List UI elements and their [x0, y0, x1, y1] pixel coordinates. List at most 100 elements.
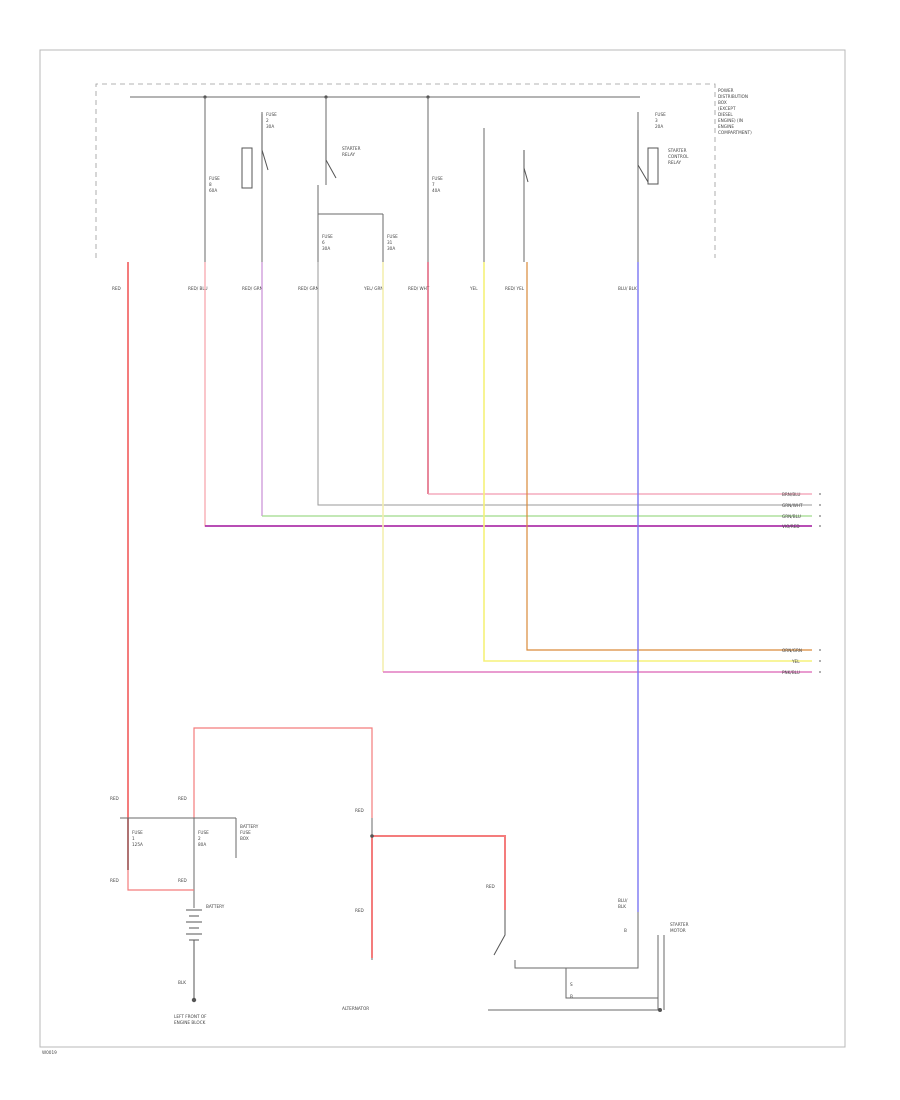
diagram-frame [39, 49, 846, 1048]
svg-text:MOTOR: MOTOR [670, 928, 686, 933]
wire-label-red-blu: RED/ BLU [188, 286, 208, 291]
svg-text:FUSE: FUSE [240, 830, 251, 835]
conn-label-7: PNK/BLU [782, 670, 800, 675]
fuse-8-label: FUSE 8 60A [209, 176, 220, 193]
svg-text:BOX: BOX [718, 100, 727, 105]
conn-label-6: YEL [791, 659, 800, 664]
svg-text:BATTERY: BATTERY [240, 824, 259, 829]
fuse-6-switch [523, 150, 529, 183]
wire-label-red: RED [112, 286, 121, 291]
svg-text:FUSE: FUSE [132, 830, 143, 835]
svg-text:30A: 30A [322, 246, 330, 251]
battery-blk-label: BLK [178, 980, 186, 985]
connector-arrows-lower [819, 649, 821, 673]
battery-label: BATTERY [206, 904, 225, 909]
wire-red-yel [526, 262, 812, 651]
starter-motor-label: STARTER MOTOR [670, 922, 689, 933]
svg-text:BLU/: BLU/ [618, 898, 628, 903]
starter-ground-dot [658, 1008, 662, 1012]
svg-text:80A: 80A [198, 842, 206, 847]
wire-label-red-grn-1: RED/ GRN [242, 286, 263, 291]
conn-label-5: ORN/GRN [782, 648, 802, 653]
svg-text:60A: 60A [209, 188, 217, 193]
svg-text:30A: 30A [266, 124, 274, 129]
ground-point [191, 997, 197, 1003]
svg-text:FUSE: FUSE [387, 234, 398, 239]
fuse-2-coil [241, 147, 253, 189]
wire-label-red-wht: RED/ WHT [408, 286, 430, 291]
starter-pin-label: B [624, 928, 627, 933]
svg-text:DIESEL: DIESEL [718, 112, 733, 117]
svg-text:7: 7 [432, 182, 435, 187]
svg-text:31: 31 [387, 240, 393, 245]
starter-b-label: B [570, 994, 573, 999]
svg-text:FUSE: FUSE [198, 830, 209, 835]
battery-fuse-red-1: RED [110, 796, 119, 801]
svg-text:1: 1 [132, 836, 135, 841]
starter-motor-link [514, 912, 639, 969]
wire-label-red-grn-2: RED/ GRN [298, 286, 319, 291]
fuse-7-label: FUSE 7 40A [432, 176, 443, 193]
battery-fuse-1-label: FUSE 1 125A [132, 830, 143, 847]
wire-yel [483, 262, 812, 662]
fuse-31-label: FUSE 31 30A [387, 234, 398, 251]
connector-arrows-upper [819, 493, 821, 527]
svg-text:FUSE: FUSE [655, 112, 666, 117]
fuse-2-switch [261, 114, 269, 171]
svg-text:LEFT FRONT OF: LEFT FRONT OF [174, 1014, 207, 1019]
svg-text:2: 2 [266, 118, 269, 123]
starter-st-label: BLU/ BLK [618, 898, 628, 909]
alternator-red-label-2: RED [355, 908, 364, 913]
wire-red-to-starter [372, 835, 506, 910]
svg-text:2: 2 [198, 836, 201, 841]
wire-label-yel: YEL [469, 286, 478, 291]
svg-text:STARTER: STARTER [670, 922, 689, 927]
wire-label-red-yel: RED/ YEL [505, 286, 525, 291]
svg-text:(EXCEPT: (EXCEPT [718, 106, 736, 111]
svg-text:BOX: BOX [240, 836, 249, 841]
wire-label-yel-grn: YEL/ GRN [363, 286, 384, 291]
battery-fuse-red-3: RED [110, 878, 119, 883]
svg-text:BLK: BLK [618, 904, 626, 909]
svg-text:6: 6 [322, 240, 325, 245]
wire-red-blu [204, 262, 812, 527]
svg-text:COMPARTMENT): COMPARTMENT) [718, 130, 752, 135]
power-distribution-box-label: POWER DISTRIBUTION BOX (EXCEPT DIESEL EN… [718, 88, 752, 135]
power-distribution-box-outline [95, 83, 716, 258]
wire-red-grn-2 [317, 262, 812, 506]
starter-relay-label: STARTER RELAY [342, 146, 361, 157]
starter-control-relay-label: STARTER CONTROL RELAY [668, 148, 689, 165]
svg-text:ENGINE: ENGINE [718, 124, 734, 129]
conn-label-3: GRN/BLU [782, 514, 801, 519]
svg-text:30A: 30A [387, 246, 395, 251]
starter-red-label: RED [486, 884, 495, 889]
svg-text:FUSE: FUSE [266, 112, 277, 117]
svg-text:8: 8 [209, 182, 212, 187]
control-relay-coil [647, 147, 659, 185]
svg-text:20A: 20A [655, 124, 663, 129]
battery-fuse-2-label: FUSE 2 80A [198, 830, 209, 847]
wire-label-blu-blk: BLU/ BLK [618, 286, 637, 291]
svg-text:POWER: POWER [718, 88, 734, 93]
svg-text:FUSE: FUSE [322, 234, 333, 239]
ground-label: LEFT FRONT OF ENGINE BLOCK [174, 1014, 207, 1025]
conn-label-1: BRN/BLU [782, 492, 800, 497]
svg-text:STARTER: STARTER [342, 146, 361, 151]
svg-text:ENGINE BLOCK: ENGINE BLOCK [174, 1020, 206, 1025]
battery-fuse-box-label: BATTERY FUSE BOX [240, 824, 259, 841]
alternator-red-label: RED [355, 808, 364, 813]
svg-text:FUSE: FUSE [209, 176, 220, 181]
footer-code: W0019 [42, 1050, 57, 1055]
control-relay-switch [637, 130, 649, 183]
alternator-junction [370, 834, 374, 838]
fuse-2-label: FUSE 2 30A [266, 112, 277, 129]
starter-relay-switch [325, 140, 337, 179]
svg-text:DISTRIBUTION: DISTRIBUTION [718, 94, 748, 99]
starter-solenoid-switch [493, 910, 506, 956]
alternator-label: ALTERNATOR [342, 1006, 369, 1011]
conn-label-2: GRN/WHT [782, 503, 803, 508]
fuse-6-label: FUSE 6 30A [322, 234, 333, 251]
wire-red-to-battery [127, 870, 194, 891]
conn-label-4: VIO/RED [782, 524, 800, 529]
